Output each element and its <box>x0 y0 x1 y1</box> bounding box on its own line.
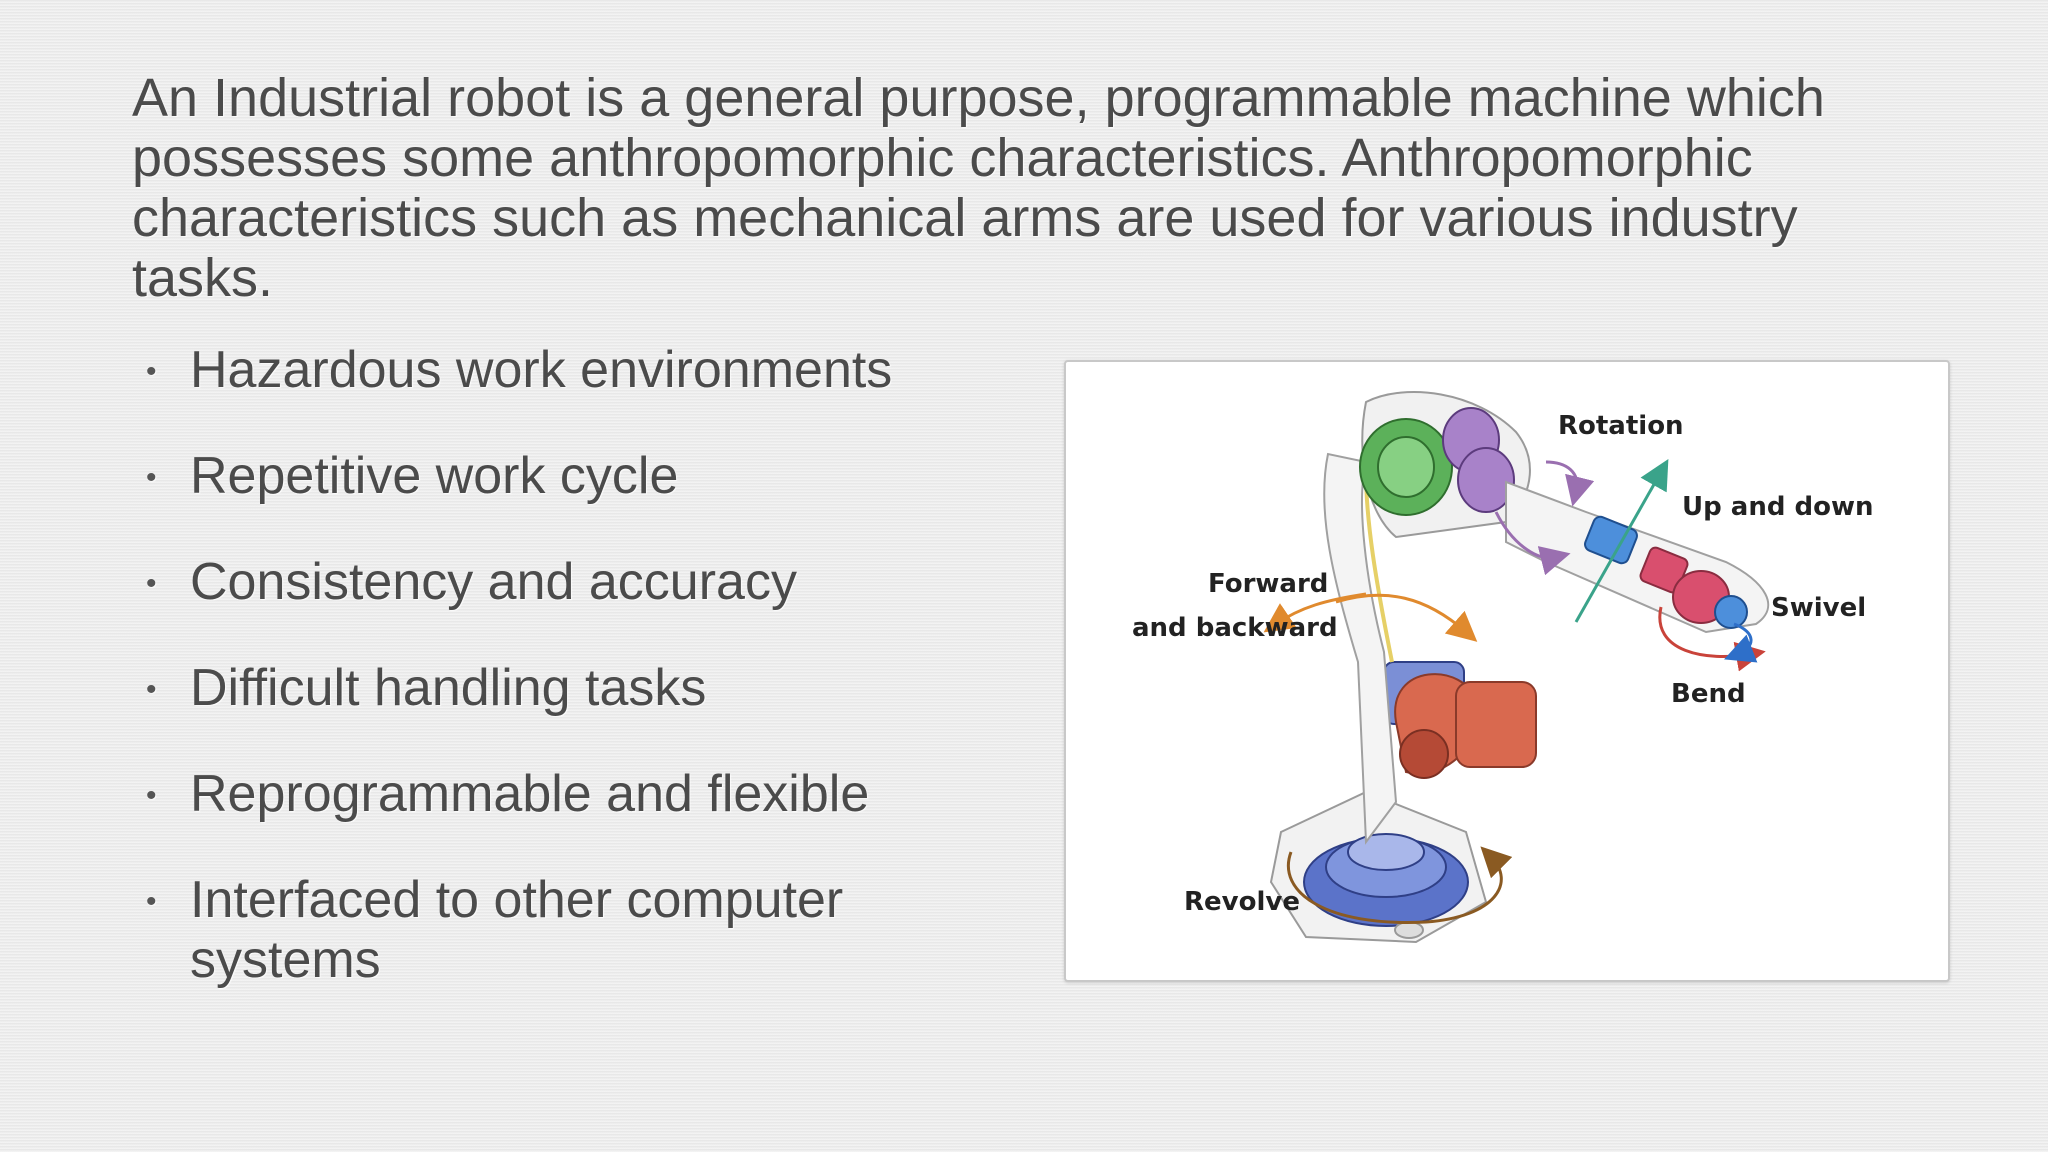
intro-paragraph: An Industrial robot is a general purpose… <box>132 68 1825 308</box>
bullet-dot: • <box>146 355 157 388</box>
bullet-item: • Interfaced to other computer systems <box>132 870 1010 990</box>
motion-arrows <box>1263 458 1766 924</box>
robot-base <box>1269 790 1488 944</box>
robot-forearm <box>1505 480 1770 634</box>
robot-arm-figure: Rotation Up and down Forward and backwar… <box>1064 360 1950 982</box>
bullet-text: Repetitive work cycle <box>190 447 679 505</box>
label-forward: Forward <box>1208 569 1328 599</box>
shoulder-motors <box>1383 661 1537 779</box>
label-and-backward: and backward <box>1132 613 1338 643</box>
bullet-text: Consistency and accuracy <box>190 553 797 611</box>
label-up-and-down: Up and down <box>1682 492 1874 522</box>
robot-arm-illustration: Rotation Up and down Forward and backwar… <box>1132 391 1874 944</box>
bullet-dot: • <box>146 461 157 494</box>
bullet-item: • Reprogrammable and flexible <box>132 764 1012 824</box>
bullet-item: • Repetitive work cycle <box>132 446 1012 506</box>
bullet-dot: • <box>146 779 157 812</box>
bullet-dot: • <box>146 885 157 918</box>
label-swivel: Swivel <box>1771 593 1866 623</box>
elbow-housing <box>1359 391 1531 539</box>
bullet-item: • Consistency and accuracy <box>132 552 1012 612</box>
label-rotation: Rotation <box>1558 411 1684 441</box>
bullet-text: Reprogrammable and flexible <box>190 765 870 823</box>
bullet-item: • Hazardous work environments <box>132 340 1012 400</box>
bullet-item: • Difficult handling tasks <box>132 658 1012 718</box>
bullet-text: Hazardous work environments <box>190 341 893 399</box>
bullet-list: • Hazardous work environments • Repetitive… <box>132 340 1012 1036</box>
bullet-text: Interfaced to other computer systems <box>190 871 844 989</box>
bullet-text: Difficult handling tasks <box>190 659 707 717</box>
label-bend: Bend <box>1671 679 1746 709</box>
bullet-dot: • <box>146 673 157 706</box>
bullet-dot: • <box>146 567 157 600</box>
label-revolve: Revolve <box>1184 887 1300 917</box>
